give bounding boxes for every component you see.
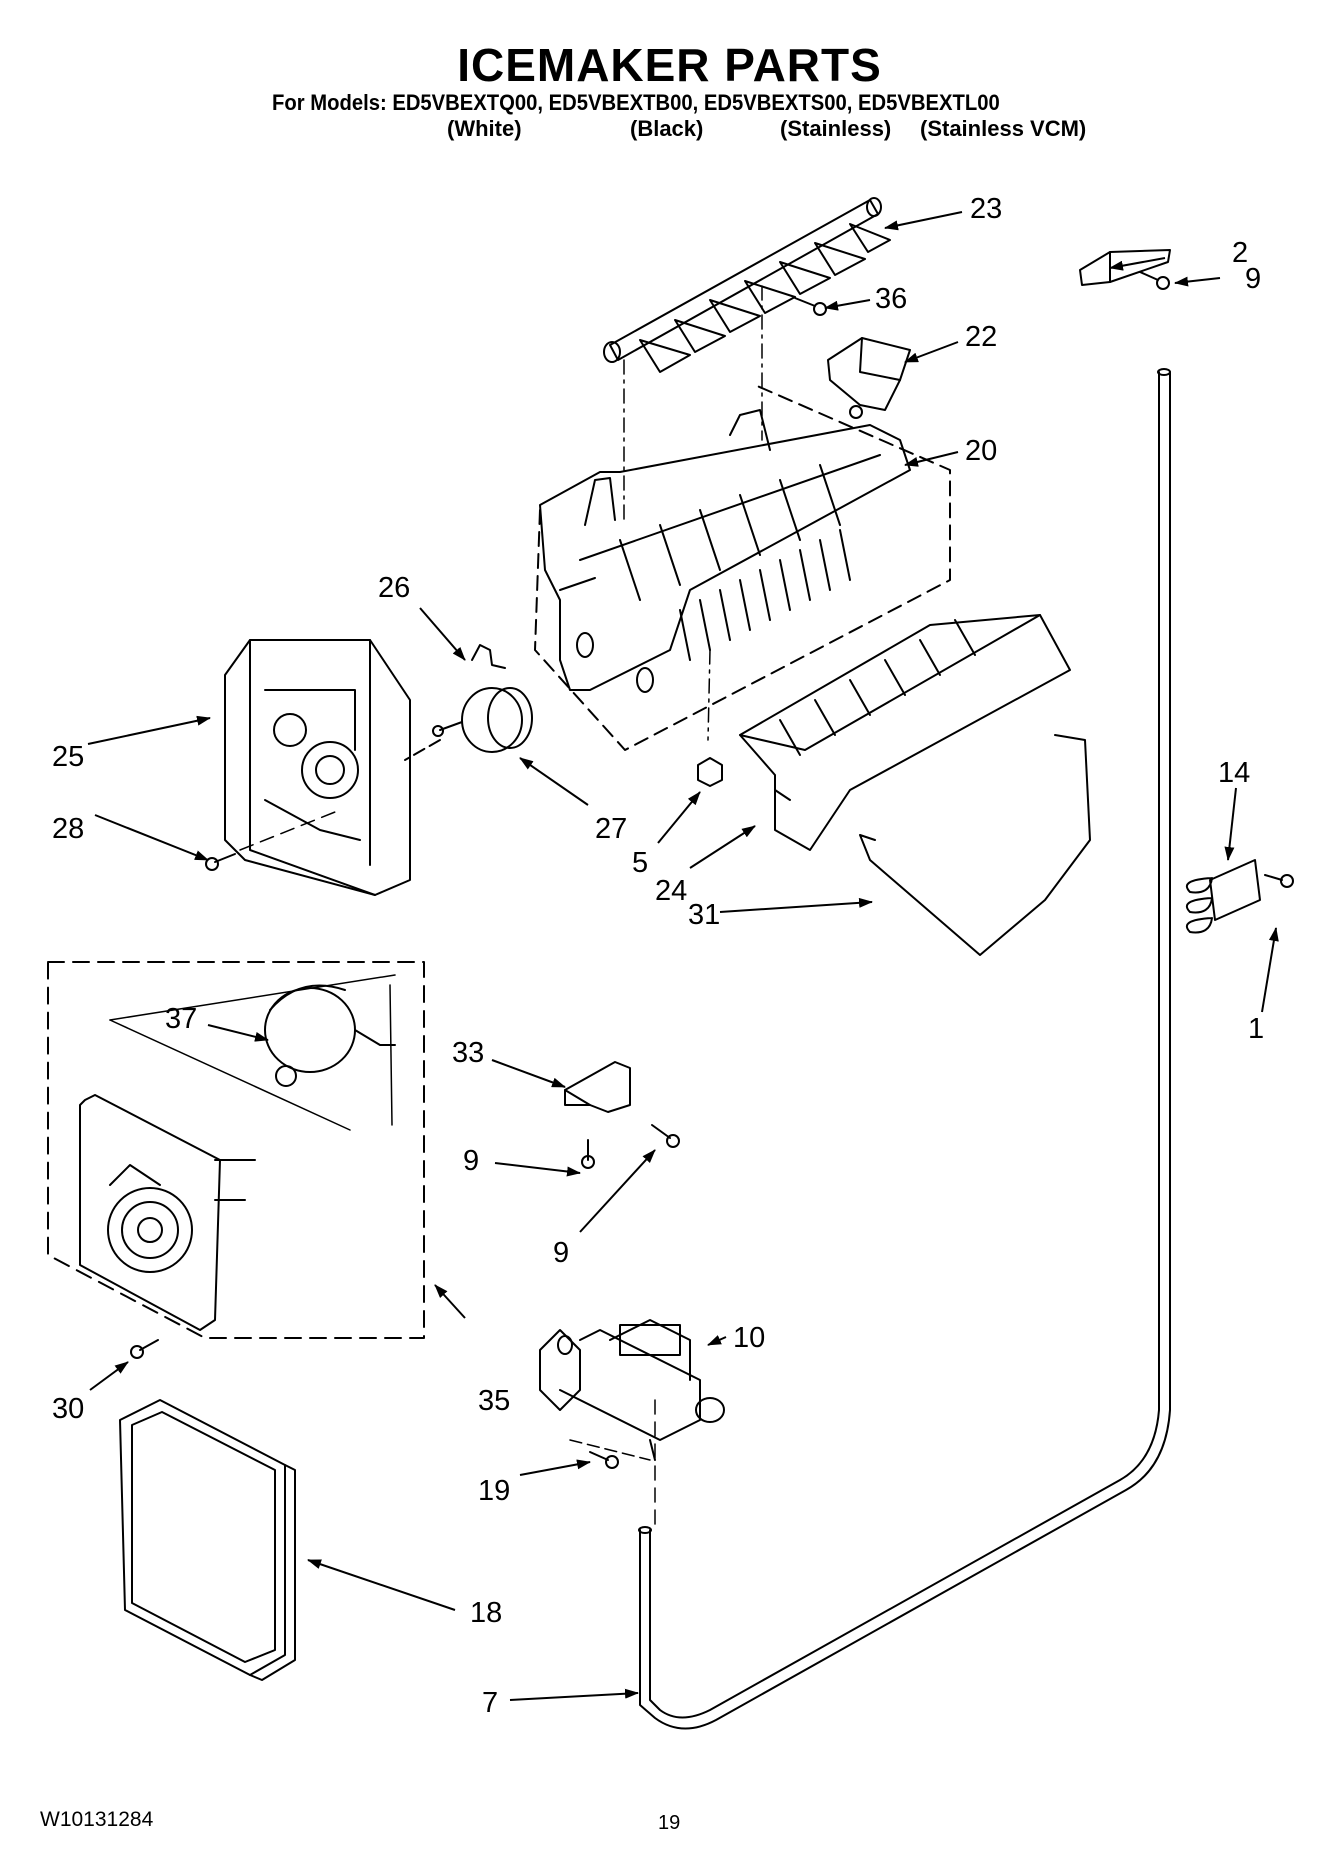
callout-14: 14 (1218, 757, 1250, 789)
screw-part (794, 297, 827, 316)
water-valve-part (539, 1319, 725, 1461)
timer-motor-part (264, 984, 396, 1087)
callout-23: 23 (970, 193, 1002, 225)
callout-2: 2 (1232, 237, 1248, 269)
cover-bracket-part (564, 1061, 631, 1113)
page-number: 19 (658, 1812, 681, 1834)
screw-part (589, 1451, 619, 1469)
callout-33: 33 (452, 1037, 484, 1069)
screw-part (651, 1124, 680, 1148)
callout-10: 10 (733, 1322, 765, 1354)
callout-28: 28 (52, 813, 84, 845)
color-stainless-vcm: (Stainless VCM) (920, 116, 1087, 141)
callout-26: 26 (378, 572, 410, 604)
module-dashed-boundary (47, 961, 425, 1339)
screw-part (581, 1139, 595, 1169)
callout-24: 24 (655, 875, 687, 907)
color-white: (White) (447, 116, 522, 141)
models-line: For Models: ED5VBEXTQ00, ED5VBEXTB00, ED… (272, 90, 1000, 115)
callout-9: 9 (553, 1237, 569, 1269)
ejector-shaft-part (603, 197, 891, 373)
screw-part (205, 853, 236, 871)
callout-25: 25 (52, 741, 84, 773)
callout-31: 31 (688, 899, 720, 931)
callout-5: 5 (632, 847, 648, 879)
callout-7: 7 (482, 1687, 498, 1719)
retainer-clip-part (471, 644, 506, 669)
fill-cup-part (827, 337, 911, 419)
ice-mold-part (539, 409, 911, 693)
callout-35: 35 (478, 1385, 510, 1417)
callout-27: 27 (595, 813, 627, 845)
clip-part (697, 757, 723, 787)
color-stainless: (Stainless) (780, 116, 892, 141)
callout-36: 36 (875, 283, 907, 315)
callout-9: 9 (463, 1145, 479, 1177)
callout-30: 30 (52, 1393, 84, 1425)
document-number: W10131284 (40, 1808, 154, 1831)
screw-part (130, 1339, 159, 1359)
ice-mold-dashed-boundary (534, 384, 951, 751)
callout-20: 20 (965, 435, 997, 467)
water-tube-part (638, 368, 1171, 1730)
callout-37: 37 (165, 1003, 197, 1035)
feeler-arm-part (859, 734, 1091, 956)
color-black: (Black) (630, 116, 704, 141)
callout-18: 18 (470, 1597, 502, 1629)
stripper-part (739, 614, 1071, 851)
page-title: ICEMAKER PARTS (457, 39, 882, 91)
leader-lines (87, 211, 1279, 1701)
screw-part (1139, 271, 1170, 290)
callout-9: 9 (1245, 263, 1261, 295)
screw-part (1264, 874, 1294, 888)
cover-panel-part (119, 1399, 296, 1681)
motor-part (432, 687, 533, 753)
callout-19: 19 (478, 1475, 510, 1507)
tube-clip-part (1185, 859, 1261, 934)
callout-1: 1 (1248, 1013, 1264, 1045)
control-housing-part (224, 639, 411, 896)
module-plate-part (79, 1094, 256, 1331)
callout-22: 22 (965, 321, 997, 353)
